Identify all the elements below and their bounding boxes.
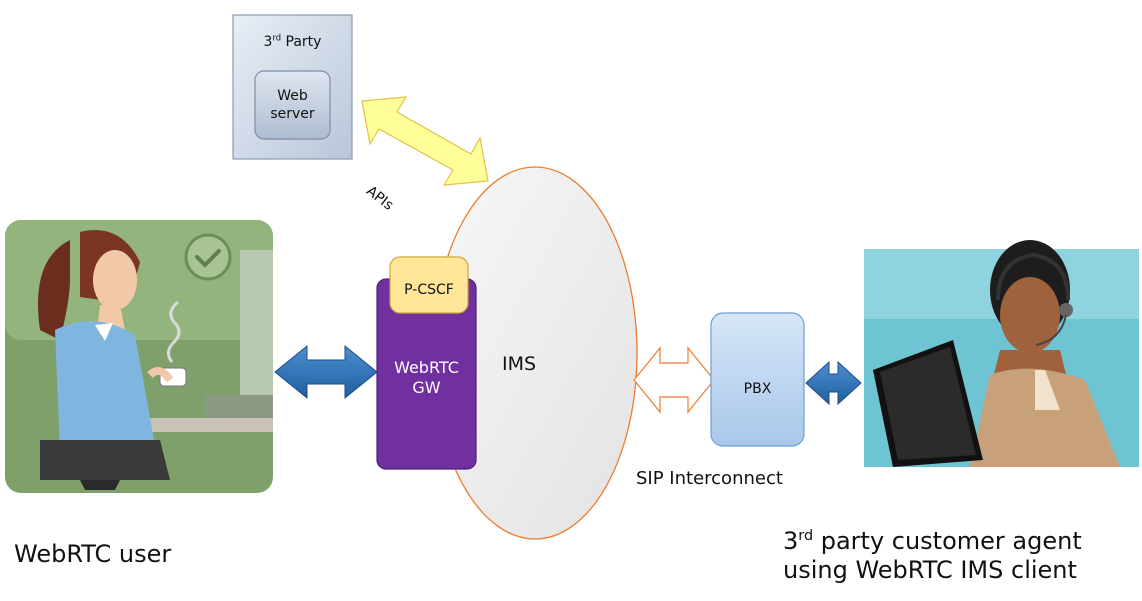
sip-interconnect-label: SIP Interconnect	[636, 468, 783, 489]
sip-interconnect-arrow	[633, 346, 715, 414]
webrtc-user-illustration	[5, 220, 273, 493]
third-party-title: 3rd Party	[233, 32, 352, 50]
agent-label-line1: 3rd party customer agent	[783, 527, 1082, 556]
agent-sup: rd	[798, 528, 814, 544]
pbx-box	[710, 312, 805, 447]
web-server-label: Web server	[255, 88, 330, 123]
agent-line1-rest: party customer agent	[813, 527, 1082, 555]
agent-prefix: 3	[783, 527, 799, 555]
web-server-line1: Web	[277, 88, 308, 104]
gateway-line2: GW	[412, 378, 441, 397]
agent-label-line2: using WebRTC IMS client	[783, 556, 1077, 585]
third-party-prefix: 3	[263, 34, 273, 50]
gateway-line1: WebRTC	[394, 358, 459, 377]
user-gateway-double-arrow	[274, 344, 378, 400]
pbx-label: PBX	[743, 381, 772, 397]
web-server-line2: server	[270, 105, 315, 122]
third-party-sup: rd	[272, 32, 282, 43]
apis-double-arrow	[361, 96, 489, 186]
pcscf-label: P-CSCF	[404, 282, 454, 298]
customer-agent-label: 3rd party customer agent using WebRTC IM…	[783, 527, 1082, 586]
pcscf-box	[389, 256, 469, 314]
third-party-suffix: Party	[281, 34, 322, 50]
webrtc-gateway-label: WebRTC GW	[377, 358, 476, 398]
customer-agent-illustration	[864, 240, 1139, 467]
pbx-agent-double-arrow	[805, 360, 862, 406]
web-server-box	[254, 70, 331, 140]
webrtc-user-label: WebRTC user	[14, 540, 172, 568]
ims-label: IMS	[502, 353, 537, 375]
